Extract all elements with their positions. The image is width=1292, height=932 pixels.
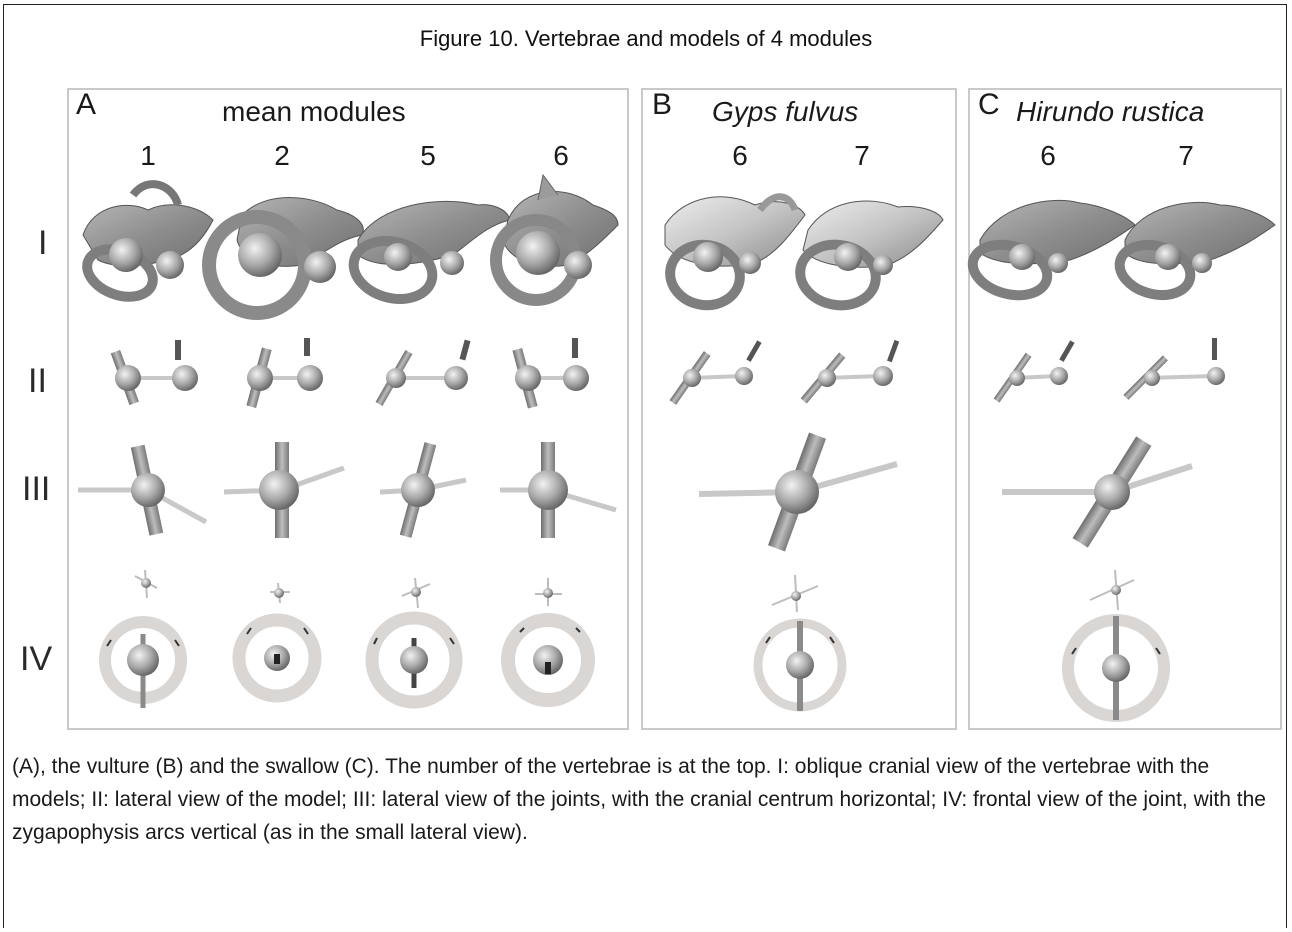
panel-a-col-5: 5 bbox=[420, 140, 436, 171]
row-i-vertebrae bbox=[82, 173, 1276, 320]
panel-a-col-1: 1 bbox=[140, 140, 156, 171]
row-label-ii: II bbox=[28, 362, 47, 400]
panel-c-letter: C bbox=[978, 88, 1000, 121]
figure-title: Figure 10. Vertebrae and models of 4 mod… bbox=[419, 26, 873, 51]
panel-b-letter: B bbox=[652, 88, 673, 121]
row-iii-joints bbox=[78, 432, 1193, 552]
row-iv-frontal-views bbox=[99, 569, 1170, 722]
panel-c-col-6: 6 bbox=[1040, 140, 1056, 171]
panel-a-letter: A bbox=[76, 88, 97, 121]
panel-a-col-6: 6 bbox=[553, 140, 569, 171]
panel-a-col-2: 2 bbox=[274, 140, 290, 171]
row-label-iii: III bbox=[22, 470, 51, 508]
panel-b-col-6: 6 bbox=[732, 140, 748, 171]
panel-c-title: Hirundo rustica bbox=[1016, 96, 1205, 127]
panel-c-col-7: 7 bbox=[1178, 140, 1194, 171]
panel-b-col-7: 7 bbox=[854, 140, 870, 171]
panel-a-title: mean modules bbox=[222, 96, 406, 127]
row-label-iv: IV bbox=[20, 640, 53, 678]
figure-frame bbox=[3, 4, 1287, 928]
row-ii-models bbox=[110, 338, 1225, 409]
row-label-i: I bbox=[38, 224, 48, 262]
panel-b-title: Gyps fulvus bbox=[712, 96, 859, 127]
figure-caption: (A), the vulture (B) and the swallow (C)… bbox=[12, 755, 1266, 844]
